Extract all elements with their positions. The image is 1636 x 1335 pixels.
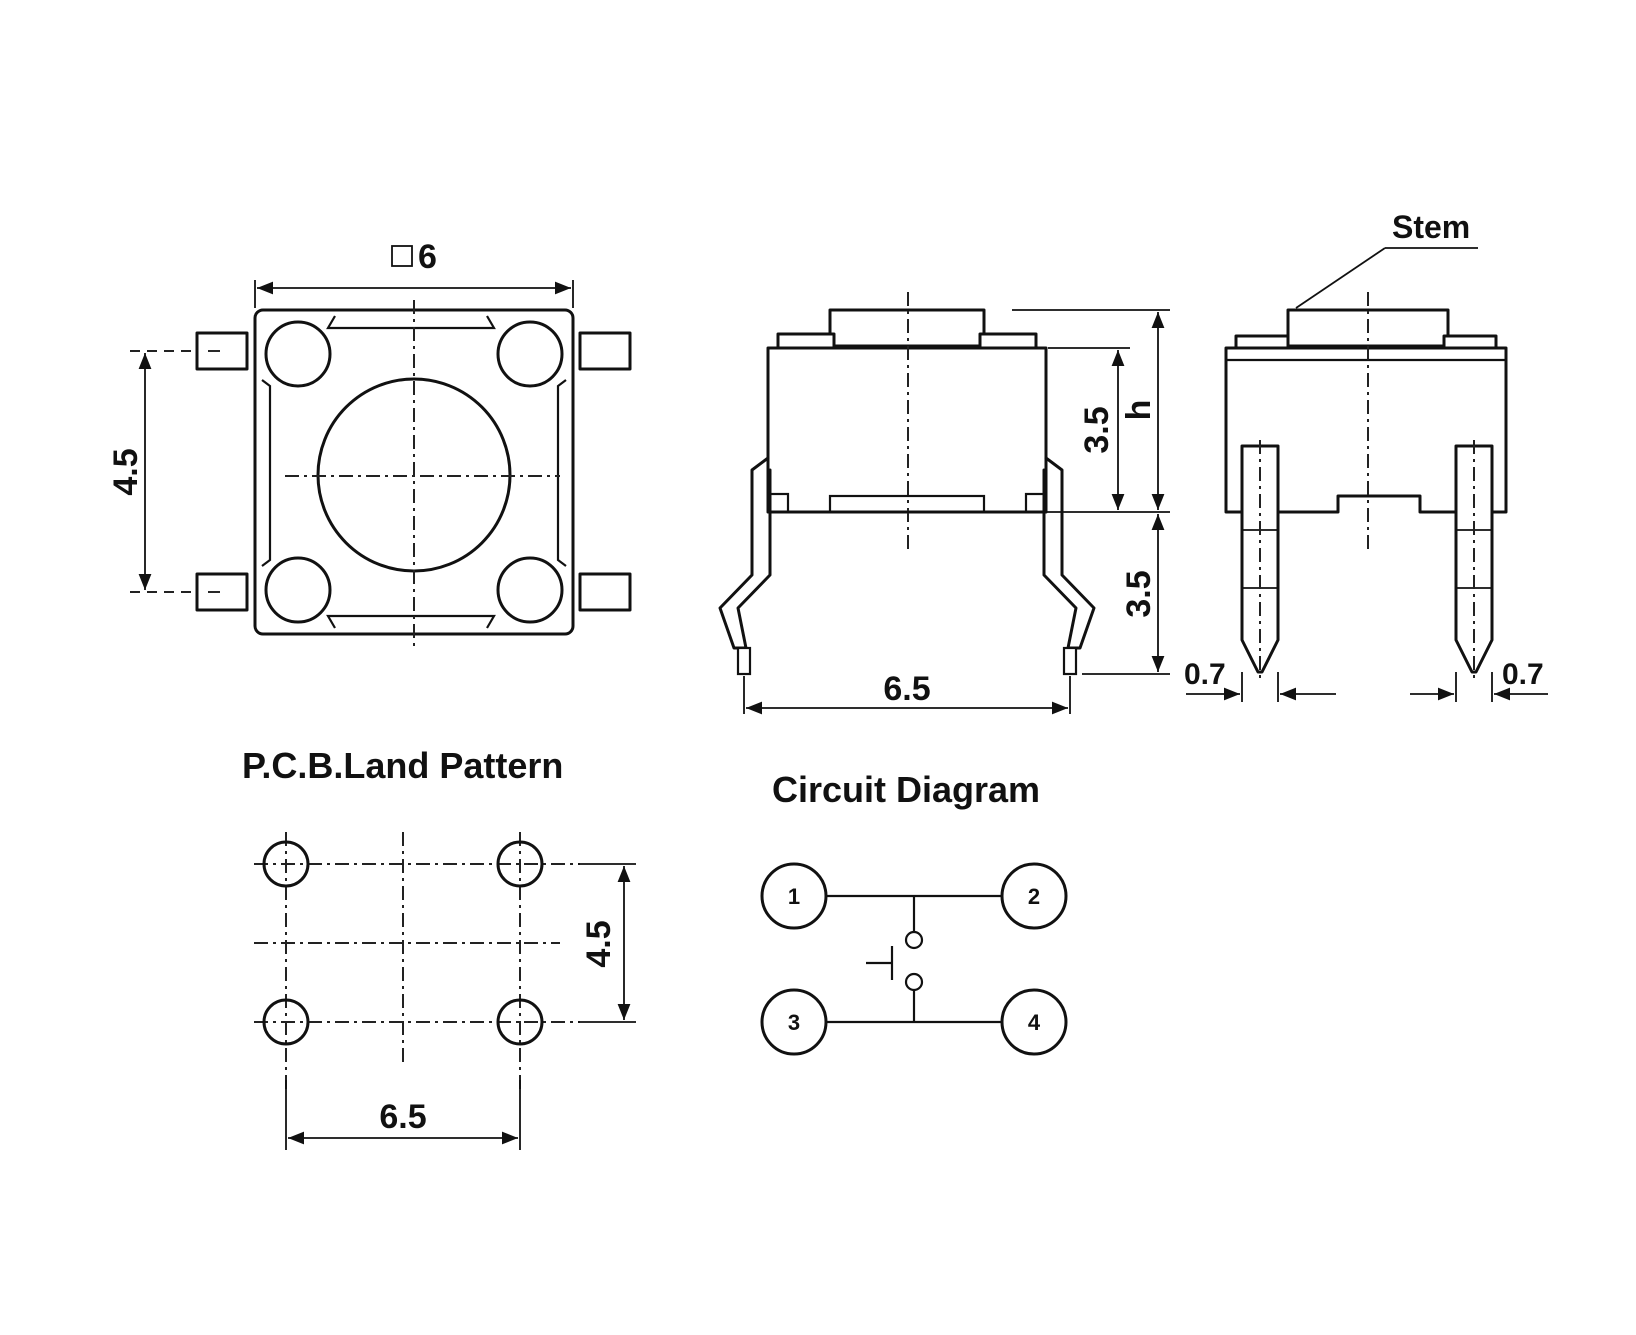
circuit-diagram-title: Circuit Diagram bbox=[772, 769, 1040, 810]
front-lead-span-label: 6.5 bbox=[883, 670, 930, 708]
stem-label: Stem bbox=[1392, 209, 1470, 245]
pin-4-label: 4 bbox=[1028, 1010, 1041, 1035]
side-lead-width-left-label: 0.7 bbox=[1184, 658, 1226, 691]
pcb-land-pattern-title: P.C.B.Land Pattern bbox=[242, 745, 563, 786]
front-lead-length-label: 3.5 bbox=[1120, 570, 1158, 617]
side-view: Stem 0.7 0.7 bbox=[1184, 209, 1548, 702]
circuit-diagram: Circuit Diagram 1 2 3 4 bbox=[760, 769, 1068, 1056]
top-width-label: 6 bbox=[418, 238, 437, 276]
pcb-land-pattern: P.C.B.Land Pattern 4.5 6.5 bbox=[242, 745, 636, 1150]
front-overall-height-label: h bbox=[1120, 400, 1158, 421]
top-pitch-label: 4.5 bbox=[107, 448, 145, 495]
pin-3-label: 3 bbox=[788, 1010, 800, 1035]
side-lead-width-right-label: 0.7 bbox=[1502, 658, 1544, 691]
pcb-pitch-vertical-label: 4.5 bbox=[580, 920, 618, 967]
front-view: 3.5 h 3.5 6.5 bbox=[718, 292, 1170, 715]
pcb-pitch-horizontal-label: 6.5 bbox=[379, 1098, 426, 1136]
front-body-height-label: 3.5 bbox=[1078, 406, 1116, 453]
pin-1-label: 1 bbox=[788, 884, 800, 909]
top-view: 6 4.5 bbox=[107, 238, 632, 650]
pin-2-label: 2 bbox=[1028, 884, 1040, 909]
